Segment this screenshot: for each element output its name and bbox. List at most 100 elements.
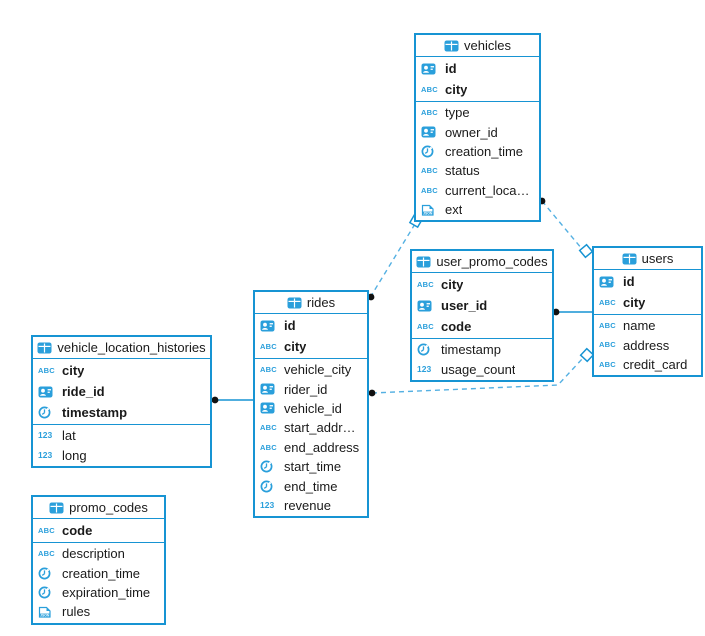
column-row-lat: 123 lat xyxy=(33,426,210,445)
column-name: vehicle_id xyxy=(284,400,342,416)
timestamp-type-icon xyxy=(38,567,51,580)
table-header[interactable]: users xyxy=(594,248,701,270)
column-name: lat xyxy=(62,428,76,444)
column-row-usage_count: 123 usage_count xyxy=(412,359,552,378)
string-type-icon: ABC xyxy=(417,279,434,289)
table-header[interactable]: vehicles xyxy=(416,35,539,57)
column-name: code xyxy=(441,319,472,334)
column-name: name xyxy=(623,318,656,334)
table-title: vehicle_location_histories xyxy=(57,340,206,355)
column-row-code: ABC code xyxy=(412,316,552,337)
number-type-icon: 123 xyxy=(417,363,432,374)
column-row-city: ABC city xyxy=(594,292,701,313)
relation-rides-users xyxy=(368,347,595,397)
table-title: vehicles xyxy=(464,38,511,53)
column-name: timestamp xyxy=(441,342,501,358)
column-row-ride_id: ride_id xyxy=(33,381,210,402)
relation-vehicle_location_histories-rides xyxy=(211,396,255,404)
column-name: timestamp xyxy=(62,405,128,420)
string-type-icon: ABC xyxy=(260,364,277,374)
relation-user_promo_codes-users xyxy=(552,308,594,316)
column-row-name: ABC name xyxy=(594,316,701,335)
column-name: ride_id xyxy=(62,384,105,399)
string-type-icon: ABC xyxy=(260,423,277,433)
user-id-type-icon xyxy=(260,383,275,395)
string-type-icon: ABC xyxy=(260,341,277,351)
column-row-end_time: end_time xyxy=(255,476,367,495)
user-id-type-icon xyxy=(260,320,275,331)
column-row-rules: JSON rules xyxy=(33,602,164,621)
number-type-icon: 123 xyxy=(38,449,53,460)
column-name: code xyxy=(62,523,93,538)
column-row-end_address: ABC end_address xyxy=(255,438,367,457)
string-type-icon: ABC xyxy=(38,548,55,558)
column-name: start_time xyxy=(284,459,342,475)
column-row-creation_time: creation_time xyxy=(416,142,539,161)
timestamp-type-icon xyxy=(260,480,273,492)
table-header[interactable]: vehicle_location_histories xyxy=(33,337,210,359)
table-header[interactable]: user_promo_codes xyxy=(412,251,552,273)
column-name: end_time xyxy=(284,478,338,494)
column-name: city xyxy=(284,339,307,354)
column-name: end_address xyxy=(284,439,360,455)
string-type-icon: ABC xyxy=(38,365,55,375)
column-name: description xyxy=(62,546,125,562)
column-name: address xyxy=(623,337,670,353)
relation-square-marker xyxy=(578,243,594,259)
column-row-description: ABC description xyxy=(33,544,164,563)
table-vehicle-location-histories[interactable]: vehicle_location_histories ABC city ride… xyxy=(31,335,212,468)
columns-section: 123 lat 123 long xyxy=(33,425,210,466)
column-row-vehicle_id: vehicle_id xyxy=(255,399,367,418)
string-type-icon: ABC xyxy=(599,359,616,369)
string-type-icon: ABC xyxy=(421,166,438,176)
column-row-start_time: start_time xyxy=(255,457,367,476)
timestamp-type-icon xyxy=(38,586,51,599)
table-users[interactable]: users id ABC city ABC name ABC address A… xyxy=(592,246,703,378)
table-rides[interactable]: rides id ABC city ABC vehicle_city rider… xyxy=(253,290,369,519)
column-row-timestamp: timestamp xyxy=(412,340,552,359)
table-promo-codes[interactable]: promo_codes ABC code ABC description cre… xyxy=(31,495,166,625)
column-name: ext xyxy=(445,202,463,218)
column-row-city: ABC city xyxy=(33,360,210,381)
table-header[interactable]: rides xyxy=(255,292,367,314)
user-id-type-icon xyxy=(421,126,436,138)
column-row-revenue: 123 revenue xyxy=(255,496,367,515)
user-id-type-icon xyxy=(417,300,432,311)
column-name: owner_id xyxy=(445,124,498,140)
column-row-vehicle_city: ABC vehicle_city xyxy=(255,360,367,379)
column-row-timestamp: timestamp xyxy=(33,402,210,423)
column-row-code: ABC code xyxy=(33,520,164,541)
column-row-start_address: ABC start_address xyxy=(255,418,367,437)
string-type-icon: ABC xyxy=(260,442,277,452)
column-name: expiration_time xyxy=(62,584,151,600)
columns-section: ABC name ABC address ABC credit_card xyxy=(594,315,701,375)
table-icon xyxy=(444,40,459,51)
column-name: credit_card xyxy=(623,356,688,372)
svg-text:JSON: JSON xyxy=(423,211,433,215)
column-name: current_location xyxy=(445,182,533,198)
column-row-credit_card: ABC credit_card xyxy=(594,355,701,374)
table-header[interactable]: promo_codes xyxy=(33,497,164,519)
table-title: promo_codes xyxy=(69,500,148,515)
column-row-owner_id: owner_id xyxy=(416,122,539,141)
table-vehicles[interactable]: vehicles id ABC city ABC type owner_id xyxy=(414,33,541,223)
column-name: rider_id xyxy=(284,381,328,397)
column-row-id: id xyxy=(255,315,367,336)
string-type-icon: ABC xyxy=(417,321,434,331)
number-type-icon: 123 xyxy=(38,430,53,441)
column-name: usage_count xyxy=(441,361,516,377)
json-type-icon: JSON xyxy=(421,204,434,216)
relation-dot-marker xyxy=(368,389,376,397)
column-name: revenue xyxy=(284,497,331,513)
column-row-city: ABC city xyxy=(255,336,367,357)
column-name: city xyxy=(441,277,464,292)
column-row-city: ABC city xyxy=(412,274,552,295)
user-id-type-icon xyxy=(38,386,53,397)
string-type-icon: ABC xyxy=(599,297,616,307)
column-row-type: ABC type xyxy=(416,103,539,122)
table-icon xyxy=(287,297,302,308)
column-name: id xyxy=(445,61,457,76)
table-user-promo-codes[interactable]: user_promo_codes ABC city user_id ABC co… xyxy=(410,249,554,382)
column-row-status: ABC status xyxy=(416,161,539,180)
